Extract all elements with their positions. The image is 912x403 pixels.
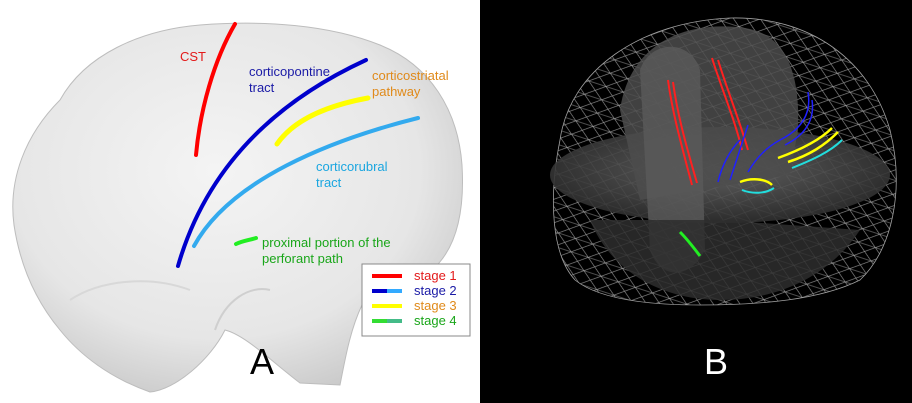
label-corticopontine-line1: corticopontine <box>249 64 330 79</box>
perforant-path <box>234 236 258 246</box>
cst-tract <box>194 22 237 157</box>
b-perforant-path <box>678 230 702 257</box>
panel-a-letter: A <box>250 341 274 382</box>
label-perforant-line1: proximal portion of the <box>262 235 391 250</box>
legend-item-stage-4: stage 4 <box>372 313 457 328</box>
label-cst: CST <box>180 49 206 64</box>
b-corticorubral-tract <box>741 139 843 194</box>
sagittal-slice <box>640 46 705 273</box>
legend-swatch-stage-4a <box>372 319 387 323</box>
label-corticorubral-line1: corticorubral <box>316 159 388 174</box>
panel-b-letter: B <box>704 341 728 382</box>
label-corticostriatal-line1: corticostriatal <box>372 68 449 83</box>
legend-label-stage-1: stage 1 <box>414 268 457 283</box>
legend-swatch-stage-2a <box>372 289 387 293</box>
legend-item-stage-2: stage 2 <box>372 283 457 298</box>
panel-b: B <box>480 0 912 403</box>
legend-swatch-stage-2b <box>387 289 402 293</box>
legend-swatch-stage-4b <box>387 319 402 323</box>
legend-label-stage-2: stage 2 <box>414 283 457 298</box>
b-corticopontine-tract <box>717 91 814 183</box>
legend-swatch-stage-1 <box>372 274 402 278</box>
corticopontine-tract <box>176 58 368 268</box>
temporal-fold <box>69 280 191 301</box>
legend: stage 1 stage 2 stage 3 stage 4 <box>361 263 471 337</box>
legend-item-stage-1: stage 1 <box>372 268 457 283</box>
panel-a: CST corticopontine tract corticostriatal… <box>12 22 471 393</box>
legend-label-stage-4: stage 4 <box>414 313 457 328</box>
lower-slice <box>590 220 860 300</box>
b-corticostriatal-pathway <box>739 127 839 186</box>
label-corticostriatal-line2: pathway <box>372 84 421 99</box>
legend-item-stage-3: stage 3 <box>372 298 457 313</box>
label-perforant-line2: perforant path <box>262 251 343 266</box>
legend-swatch-stage-3 <box>372 304 402 308</box>
label-corticopontine-line2: tract <box>249 80 275 95</box>
corticostriatal-pathway <box>274 95 371 147</box>
label-corticorubral-line2: tract <box>316 175 342 190</box>
legend-label-stage-3: stage 3 <box>414 298 457 313</box>
brain-silhouette <box>12 22 463 393</box>
cerebellum-fold <box>214 288 271 331</box>
corticorubral-tract <box>192 116 420 248</box>
